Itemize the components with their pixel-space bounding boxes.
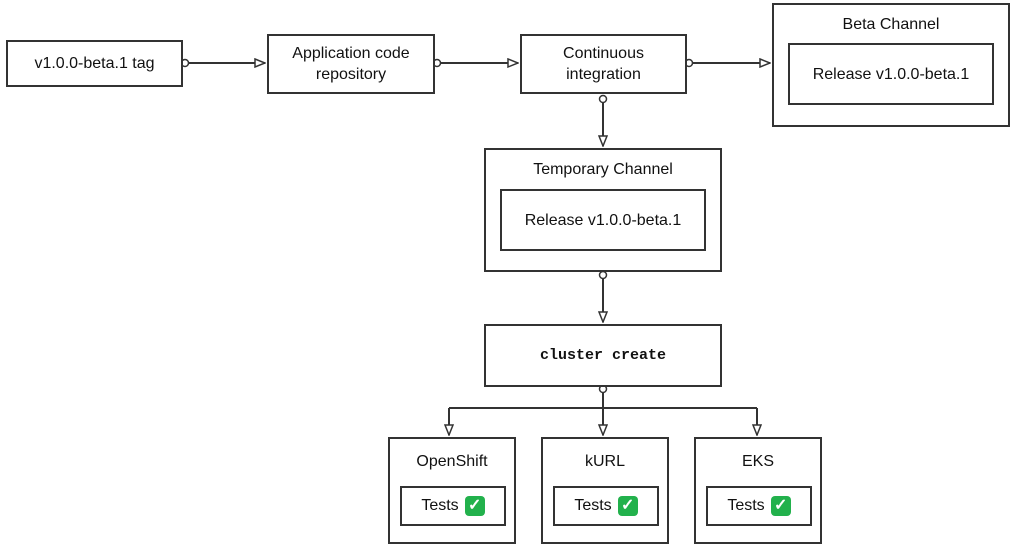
test-node-eks-tests: Tests ✓ [706,486,812,526]
node-repo-label: Application code repository [292,45,410,83]
node-beta-channel: Beta Channel Release v1.0.0-beta.1 [772,3,1010,127]
node-continuous-integration: Continuous integration [520,34,687,94]
edge-repo-to-ci [432,60,519,67]
edge-temp-channel-to-cluster-create [600,270,607,323]
node-temporary-channel: Temporary Channel Release v1.0.0-beta.1 [484,148,722,272]
test-node-kurl-tests: Tests ✓ [553,486,659,526]
cluster-create-label: cluster create [539,347,667,364]
node-tag: v1.0.0-beta.1 tag [6,40,183,87]
node-cluster-create: cluster create [484,324,722,387]
edge-cluster-create-to-tests [449,384,757,436]
temporary-channel-release: Release v1.0.0-beta.1 [500,189,706,251]
tests-label: Tests [727,497,765,514]
test-node-eks-title: EKS [741,453,774,470]
test-node-openshift-title: OpenShift [416,453,488,470]
test-node-openshift: OpenShift Tests ✓ [388,437,516,544]
beta-channel-title: Beta Channel [842,16,940,33]
temporary-channel-release-label: Release v1.0.0-beta.1 [524,211,682,229]
edge-ci-to-temp-channel [600,94,607,147]
beta-channel-release: Release v1.0.0-beta.1 [788,43,994,105]
test-node-kurl-title: kURL [584,453,625,470]
test-node-eks: EKS Tests ✓ [694,437,822,544]
check-mark-icon: ✓ [617,496,638,516]
tests-label: Tests [574,497,612,514]
tests-label: Tests [421,497,459,514]
edge-tag-to-repo [180,60,266,67]
beta-channel-release-label: Release v1.0.0-beta.1 [812,65,970,83]
check-mark-icon: ✓ [770,496,791,516]
temporary-channel-title: Temporary Channel [533,161,673,178]
node-ci-label: Continuous integration [563,45,644,83]
test-node-kurl: kURL Tests ✓ [541,437,669,544]
test-node-openshift-tests: Tests ✓ [400,486,506,526]
node-application-code-repository: Application code repository [267,34,435,94]
check-mark-icon: ✓ [464,496,485,516]
edge-ci-to-beta [684,60,771,67]
node-tag-label: v1.0.0-beta.1 tag [34,55,155,72]
